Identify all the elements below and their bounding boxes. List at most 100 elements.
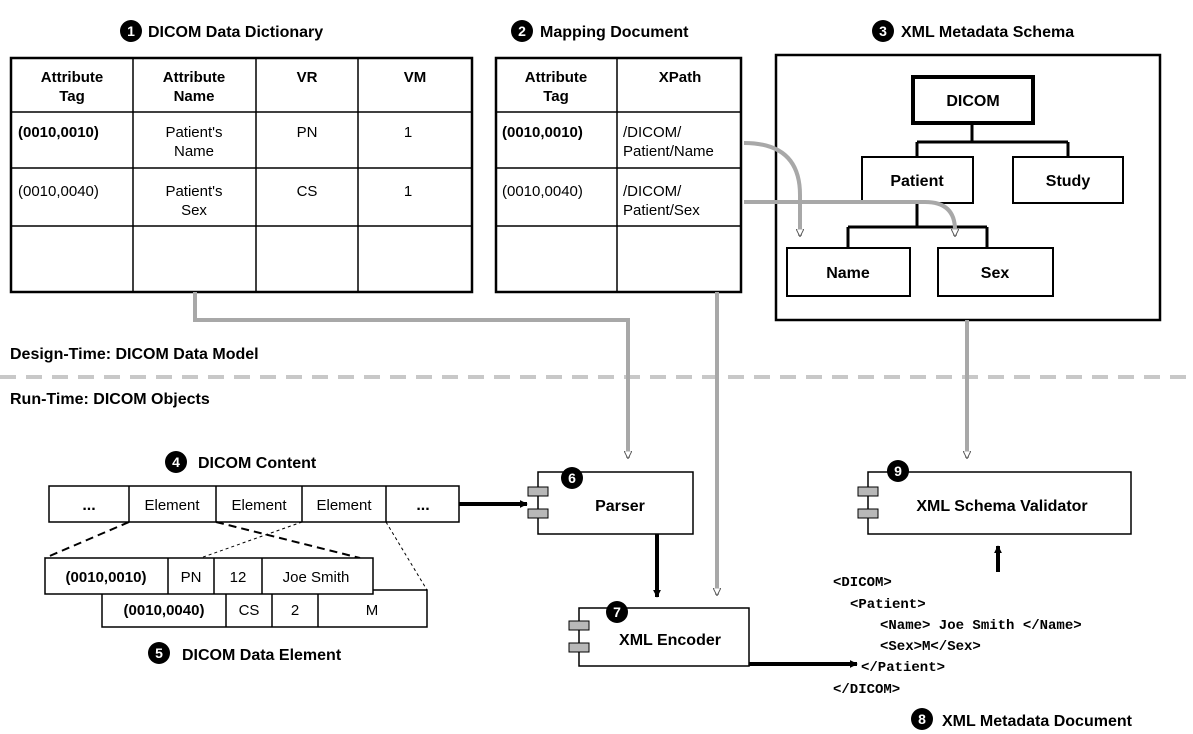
step-3-number: 3 [879, 23, 887, 39]
step-5-badge [148, 642, 170, 664]
parser-port-bottom [527, 508, 549, 519]
step-2-number: 2 [518, 23, 526, 39]
dict-row1-tag: (0010,0010) [18, 124, 99, 141]
mapping-table [494, 56, 743, 294]
step-3-badge [872, 20, 894, 42]
step-1-badge [120, 20, 142, 42]
schema-node-patient-label: Patient [890, 173, 944, 190]
element1-tag: (0010,0010) [66, 569, 147, 586]
schema-section: 3 XML Metadata Schema DICOM Patient Stud… [774, 20, 1162, 322]
dictionary-to-parser-arrow [193, 292, 628, 458]
data-element-section: (0010,0010) PN 12 Joe Smith (0010,0040) … [44, 557, 428, 664]
dict-header-vm: VM [404, 69, 427, 86]
schema-node-name [786, 247, 911, 297]
step-4-badge [165, 451, 187, 473]
step-7-badge [606, 601, 628, 623]
step-9-number: 9 [894, 463, 902, 479]
data-element-row-2 [101, 589, 428, 628]
content-cell-element-2: Element [231, 497, 287, 514]
schema-node-sex [937, 247, 1054, 297]
design-to-runtime-flows [193, 292, 967, 595]
schema-tree-connectors [846, 123, 1070, 248]
xml-line-6: </DICOM> [833, 682, 900, 698]
step-4-number: 4 [172, 454, 180, 470]
xml-line-5: </Patient> [861, 660, 945, 676]
validator-port-top [857, 486, 879, 497]
parser-port-top [527, 486, 549, 497]
step-8-number: 8 [918, 711, 926, 727]
schema-node-patient [861, 156, 974, 204]
content-cell-ellipsis-right: ... [416, 497, 429, 514]
element2-tag: (0010,0040) [124, 602, 205, 619]
xml-line-1: <DICOM> [833, 575, 892, 591]
step-5-number: 5 [155, 645, 163, 661]
element2-length: 2 [291, 602, 299, 619]
step-7-number: 7 [613, 604, 621, 620]
schema-node-study-label: Study [1046, 173, 1091, 190]
encoder-port-top [568, 620, 590, 631]
xml-line-2: <Patient> [850, 597, 926, 613]
validator-box [867, 471, 1132, 535]
map-row1-xpath: /DICOM/Patient/Name [623, 124, 714, 160]
schema-title: XML Metadata Schema [901, 24, 1074, 41]
run-time-label: Run-Time: DICOM Objects [10, 391, 210, 408]
map-arrow-sex [744, 200, 955, 236]
dict-row1-vm: 1 [404, 124, 412, 141]
step-6-badge [561, 467, 583, 489]
dict-header-vr: VR [297, 69, 318, 86]
element2-value: M [366, 602, 379, 619]
dictionary-table [9, 56, 474, 294]
encoder-port-bottom [568, 642, 590, 653]
data-element-title: DICOM Data Element [182, 647, 342, 664]
schema-node-sex-label: Sex [981, 265, 1010, 282]
dicom-content-section: 4 DICOM Content ... Element Element Elem… [48, 451, 460, 523]
element2-vr: CS [239, 602, 260, 619]
step-6-number: 6 [568, 470, 576, 486]
content-title: DICOM Content [198, 455, 317, 472]
schema-node-dicom [911, 75, 1035, 125]
step-2-badge [511, 20, 533, 42]
content-cell-element-3: Element [316, 497, 372, 514]
validator-label: XML Schema Validator [916, 498, 1087, 515]
encoder-component: 7 XML Encoder [568, 601, 750, 667]
step-9-badge [887, 460, 909, 482]
dict-row2-tag: (0010,0040) [18, 183, 99, 200]
xml-document: <DICOM> <Patient> <Name> Joe Smith </Nam… [833, 575, 1133, 730]
element1-vr: PN [181, 569, 202, 586]
map-header-xpath: XPath [659, 69, 702, 86]
map-row1-tag: (0010,0010) [502, 124, 583, 141]
map-arrow-name [743, 141, 800, 236]
validator-port-bottom [857, 508, 879, 519]
dict-row2-vm: 1 [404, 183, 412, 200]
validator-component: 9 XML Schema Validator [857, 460, 1132, 535]
map-row2-tag: (0010,0040) [502, 183, 583, 200]
xpath-mapping-arrows [743, 141, 955, 236]
xml-line-3: <Name> Joe Smith </Name> [880, 618, 1082, 634]
mapping-title: Mapping Document [540, 24, 689, 41]
element1-length: 12 [230, 569, 247, 586]
xml-line-4: <Sex>M</Sex> [880, 639, 981, 655]
dictionary-title: DICOM Data Dictionary [148, 24, 323, 41]
schema-node-dicom-label: DICOM [946, 93, 999, 110]
dict-row1-vr: PN [297, 124, 318, 141]
encoder-box [578, 607, 750, 667]
step-1-number: 1 [127, 23, 135, 39]
step-8-badge [911, 708, 933, 730]
element1-value: Joe Smith [283, 569, 350, 586]
schema-node-name-label: Name [826, 265, 870, 282]
parser-component: 6 Parser [527, 467, 694, 535]
xml-document-title: XML Metadata Document [942, 713, 1133, 730]
content-cell-element-1: Element [144, 497, 200, 514]
encoder-label: XML Encoder [619, 632, 721, 649]
design-time-label: Design-Time: DICOM Data Model [10, 346, 259, 363]
parser-label: Parser [595, 498, 645, 515]
schema-node-study [1012, 156, 1124, 204]
